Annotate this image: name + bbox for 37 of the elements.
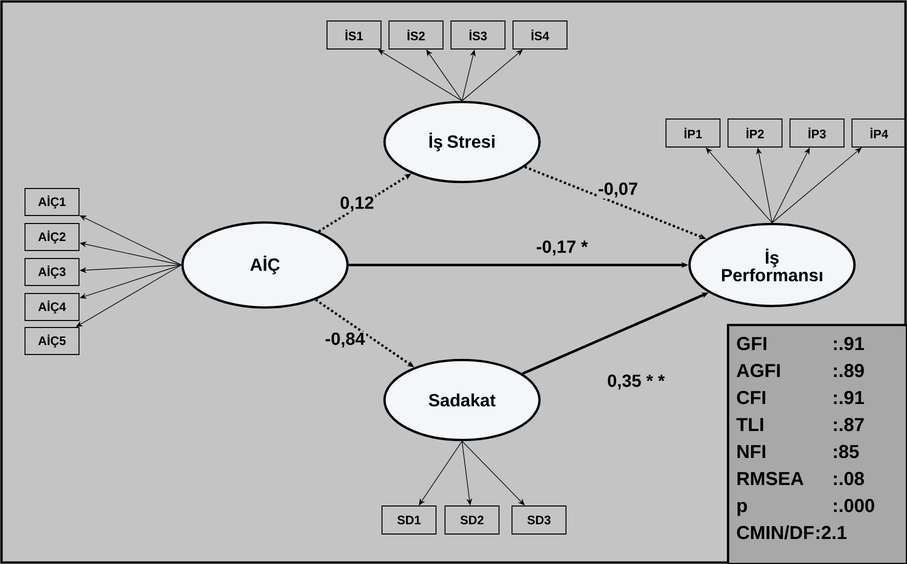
- statistic-value: :.89: [834, 364, 864, 378]
- edge-label: -0,17 *: [536, 240, 588, 256]
- indicator-box: İS3: [450, 20, 506, 50]
- indicator-box: SD3: [512, 506, 566, 534]
- statistic-value: :.91: [834, 336, 864, 350]
- indicator-box: İP1: [666, 118, 720, 148]
- statistic-name: NFI: [738, 445, 766, 458]
- statistic-name: TLI: [736, 418, 764, 431]
- statistic-name: GFI: [737, 336, 766, 350]
- edge-label: 0,35 * *: [608, 374, 665, 390]
- indicator-box: AİÇ2: [24, 223, 80, 251]
- statistic-value: :.08: [834, 472, 864, 486]
- edge-label: -0,84: [326, 332, 365, 348]
- indicator-box: İP3: [790, 118, 844, 148]
- indicator-box: AİÇ3: [24, 258, 80, 286]
- edge-label: 0,12: [340, 196, 374, 212]
- indicator-box: İP4: [852, 118, 906, 148]
- indicator-box: AİÇ1: [24, 188, 80, 216]
- statistic-name: CFI: [737, 390, 766, 404]
- statistic-name: CMIN/DF: [737, 525, 814, 540]
- indicator-box: İP2: [728, 118, 782, 148]
- indicator-box: SD2: [444, 506, 500, 534]
- statistic-value: :.87: [834, 418, 864, 432]
- indicator-box: AİÇ5: [24, 327, 80, 355]
- indicator-box: İS4: [512, 20, 568, 50]
- statistic-value: :.000: [834, 498, 874, 512]
- statistic-value: :85: [834, 444, 859, 458]
- statistic-name: RMSEA: [738, 472, 804, 486]
- statistic-value: :2.1: [816, 526, 847, 539]
- indicator-box: İS1: [326, 20, 382, 50]
- statistic-name: AGFI: [736, 364, 780, 378]
- statistic-value: :.91: [834, 390, 864, 404]
- edge-label: -0,07: [598, 182, 638, 198]
- indicator-box: İS2: [388, 20, 444, 50]
- indicator-box: AİÇ4: [24, 293, 80, 321]
- indicator-box: SD1: [382, 506, 436, 534]
- statistic-name: p: [737, 502, 747, 516]
